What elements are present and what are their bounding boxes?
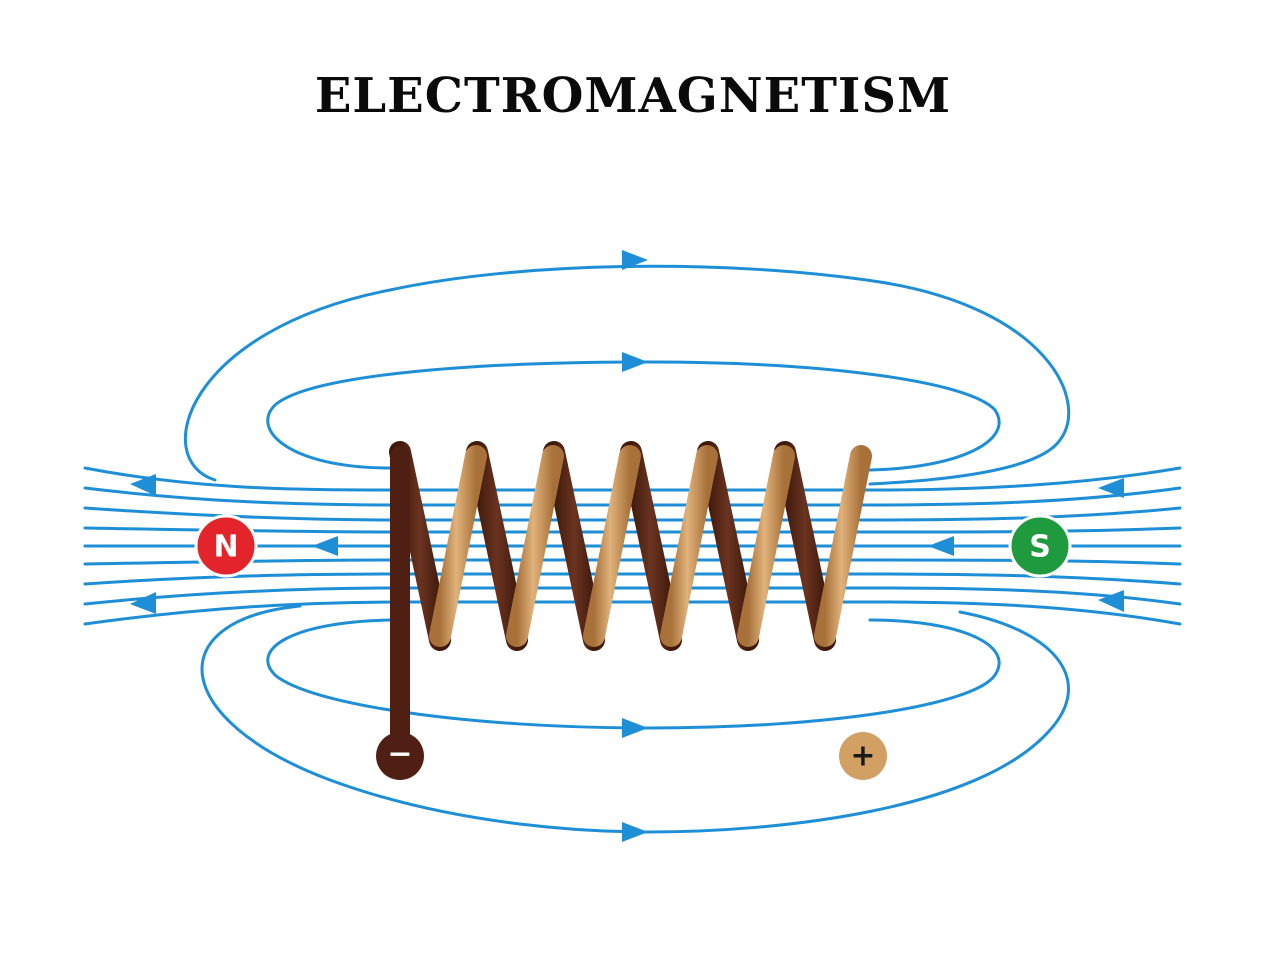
- field-arrow: [622, 250, 648, 270]
- terminal-positive-label: +: [850, 739, 875, 774]
- field-arrow: [312, 536, 338, 556]
- field-arrow: [130, 592, 156, 614]
- field-arrow: [1098, 478, 1124, 498]
- coil-front-segments: [429, 445, 872, 647]
- field-arrow: [622, 822, 648, 842]
- terminal-positive: +: [839, 732, 887, 780]
- terminal-negative-label: −: [387, 737, 412, 772]
- field-lines-axial: [83, 466, 1182, 626]
- north-pole-badge: N: [194, 514, 258, 578]
- field-arrows-axial: [130, 474, 1124, 614]
- south-pole-badge: S: [1008, 514, 1072, 578]
- field-loop-outer-top: [183, 250, 1071, 486]
- diagram-title: ELECTROMAGNETISM: [314, 68, 952, 124]
- field-arrow: [622, 352, 648, 372]
- field-arrow: [1098, 590, 1124, 612]
- field-loop-inner-bottom: [266, 618, 1001, 738]
- north-pole-label: N: [213, 530, 238, 565]
- field-arrow: [928, 536, 954, 556]
- field-arrow: [622, 718, 648, 738]
- field-arrow: [130, 474, 156, 496]
- south-pole-label: S: [1029, 530, 1051, 565]
- field-loop-outer-bottom: [200, 604, 1070, 842]
- terminal-negative: −: [376, 732, 424, 780]
- field-loop-inner-top: [266, 352, 1001, 472]
